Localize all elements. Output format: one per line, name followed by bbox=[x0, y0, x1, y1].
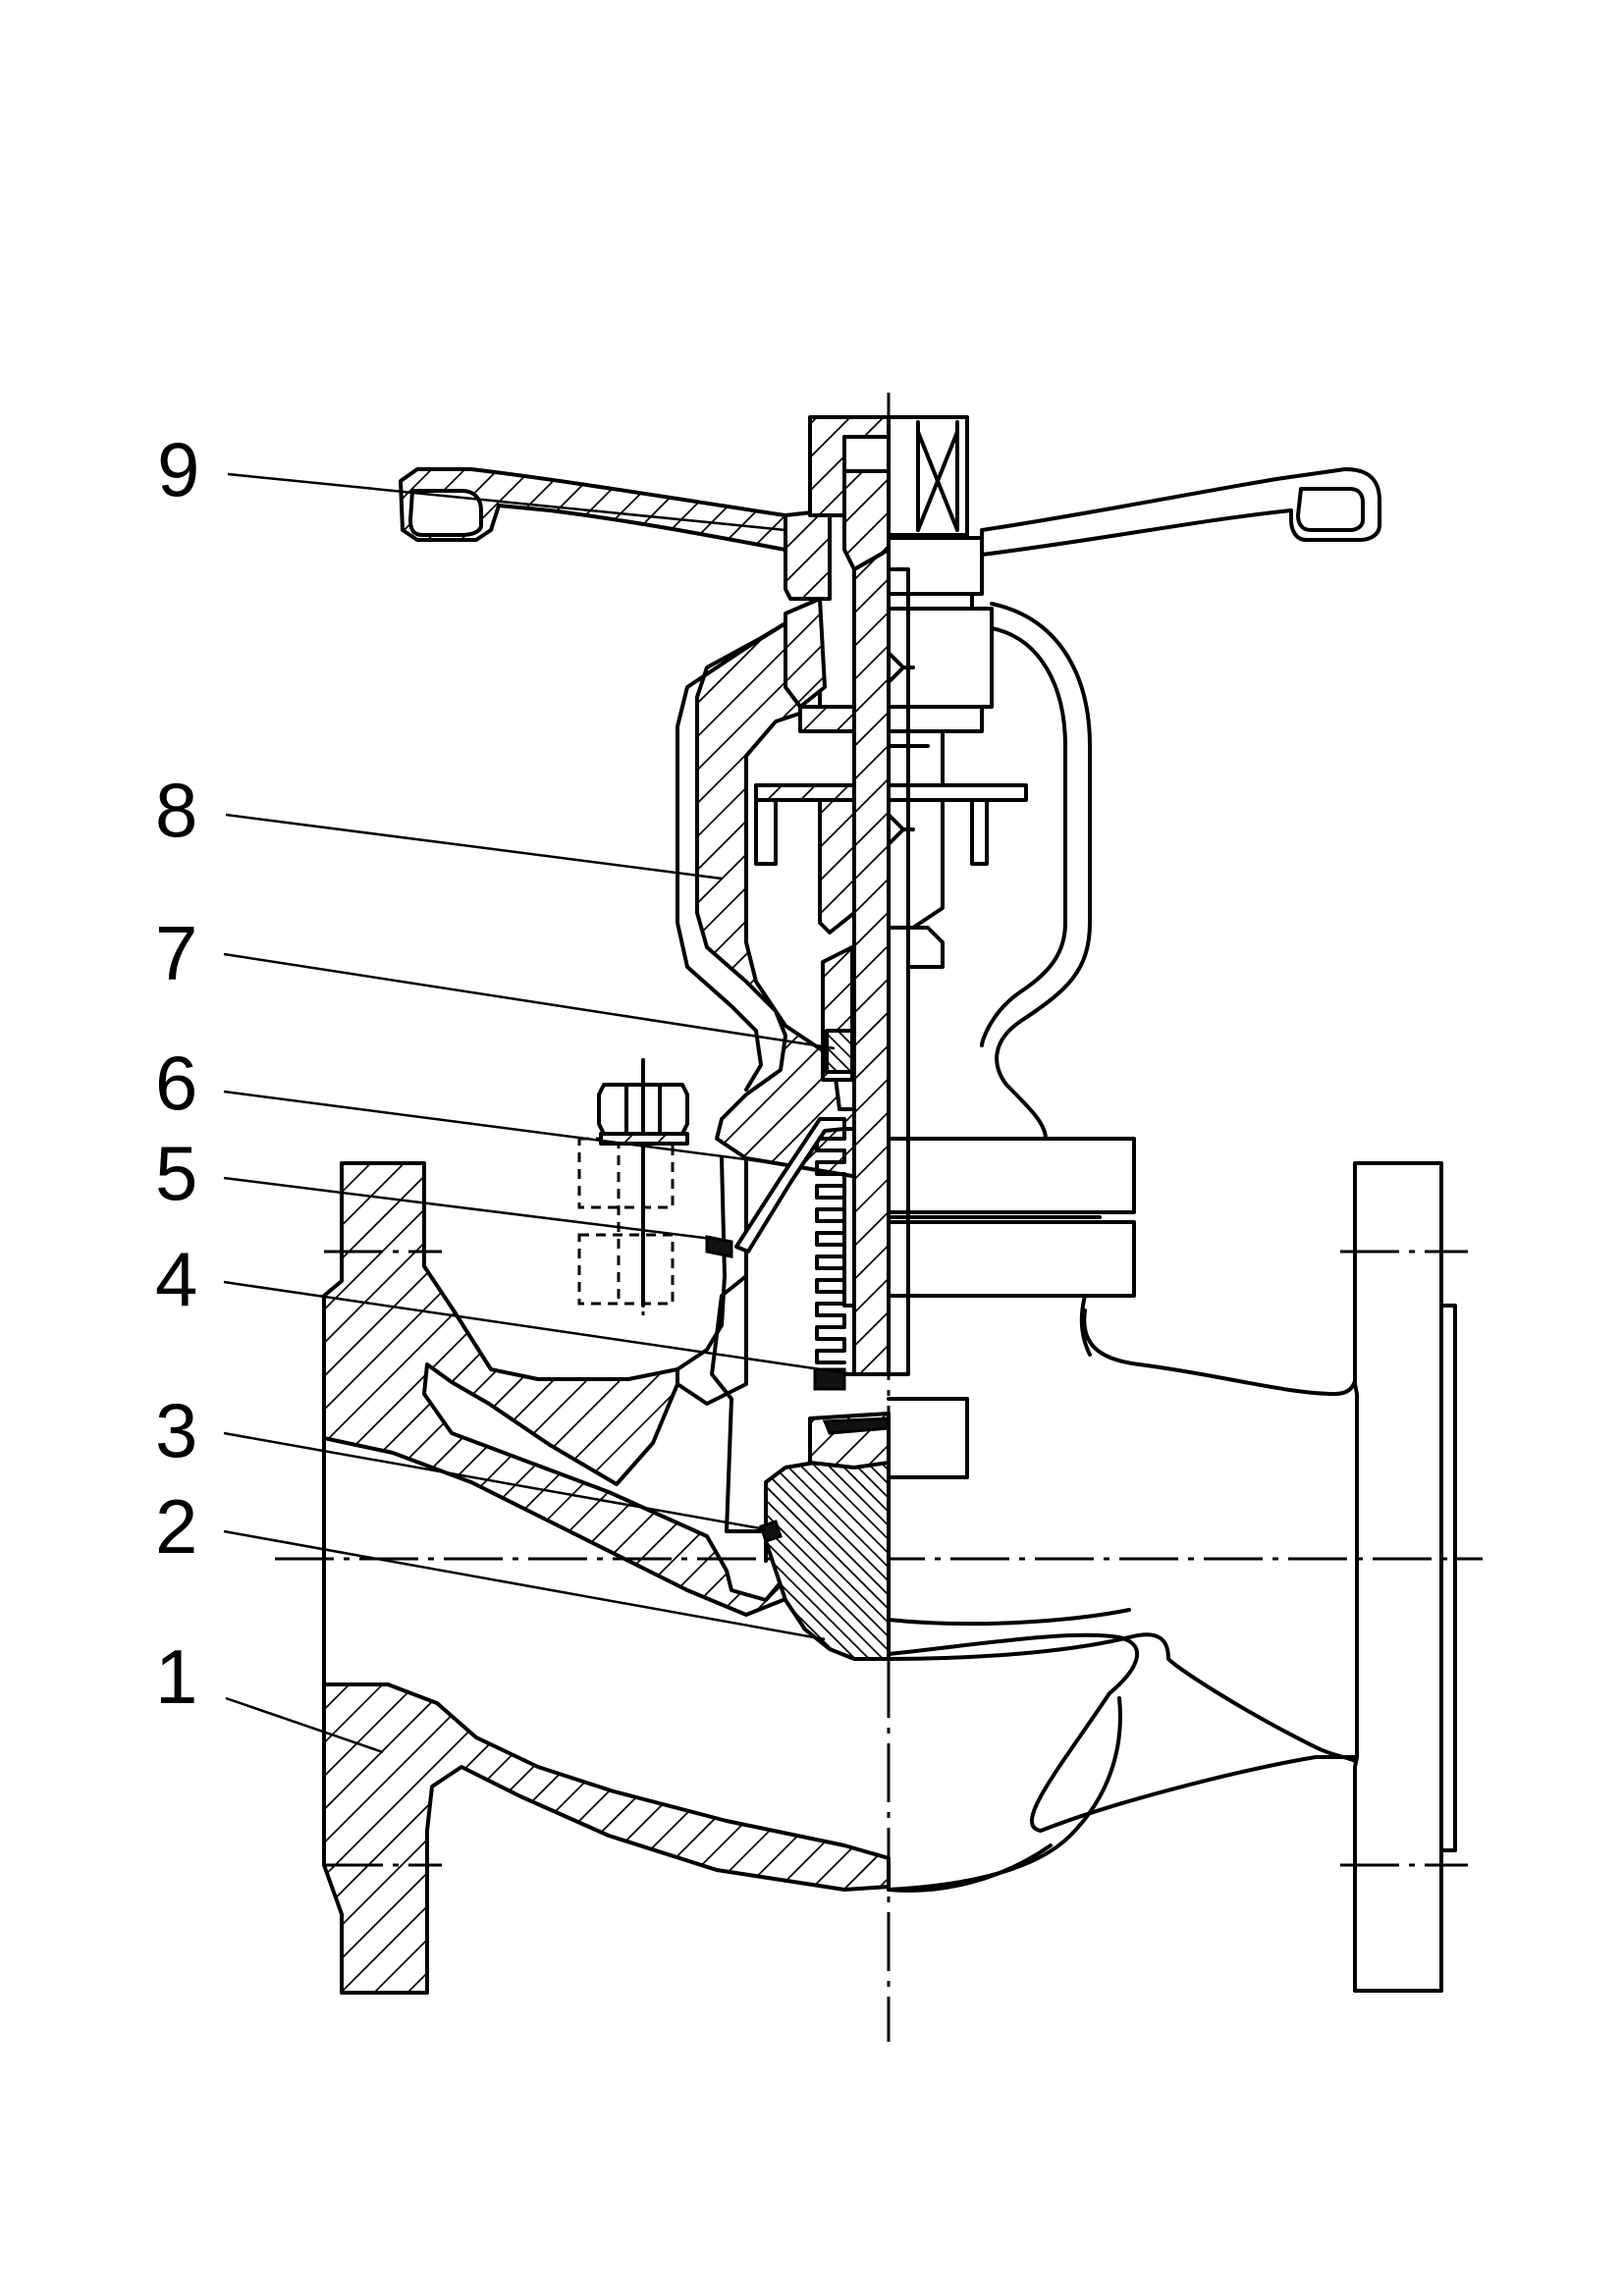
guide-sleeve bbox=[906, 926, 945, 969]
handwheel-nut-verticals bbox=[916, 420, 959, 532]
leader-1 bbox=[225, 1696, 384, 1754]
valve-body bbox=[322, 1161, 1457, 1995]
stem-group bbox=[275, 393, 1483, 2042]
disc-pin bbox=[822, 1416, 891, 1435]
yoke-column-left bbox=[754, 798, 778, 866]
upper-bushing bbox=[798, 705, 856, 733]
yoke-nut-right bbox=[887, 607, 994, 709]
stem-left bbox=[852, 548, 891, 1376]
yoke-bushing bbox=[754, 597, 1028, 969]
bellows-assembly bbox=[705, 1117, 866, 1391]
yoke-nut bbox=[784, 597, 827, 709]
callout-8: 8 bbox=[155, 767, 197, 853]
bolt-shank bbox=[617, 1139, 645, 1306]
leader-8 bbox=[225, 813, 723, 881]
yoke-guide-right bbox=[887, 729, 945, 787]
stem-collar-right bbox=[887, 783, 1028, 802]
callout-2: 2 bbox=[155, 1483, 197, 1570]
body-right-inner bbox=[887, 1632, 1359, 1764]
disc-seat bbox=[759, 1397, 969, 1661]
left-flange-upper bbox=[322, 1161, 797, 1617]
body-neck-right bbox=[887, 1294, 1092, 1357]
leader-2 bbox=[223, 1529, 826, 1641]
callout-3: 3 bbox=[155, 1387, 197, 1473]
guide-left bbox=[818, 798, 856, 934]
yoke-nut-right-bottom bbox=[887, 705, 984, 733]
stem-top bbox=[842, 469, 891, 571]
handwheel-nut-cross bbox=[916, 430, 959, 532]
bellows bbox=[815, 1127, 846, 1364]
stem-pin-upper bbox=[887, 651, 915, 684]
callout-6: 6 bbox=[155, 1040, 197, 1126]
yoke-left-outer bbox=[676, 621, 787, 1092]
stem-right-edge bbox=[887, 567, 910, 1376]
handwheel-left-grip bbox=[408, 489, 483, 537]
handwheel bbox=[399, 415, 1381, 611]
body-bottom-curve bbox=[887, 1843, 1053, 1893]
handwheel-right-spoke bbox=[980, 467, 1381, 557]
stem-pin-lower bbox=[887, 813, 915, 846]
bellows-tube-6 bbox=[734, 1117, 846, 1254]
disc-2 bbox=[764, 1436, 891, 1661]
yoke-left-section bbox=[695, 621, 891, 1185]
disc-nut-right bbox=[887, 1397, 969, 1479]
leader-9 bbox=[227, 472, 786, 532]
left-flange-lower bbox=[322, 1682, 891, 1995]
nut-lower bbox=[577, 1233, 675, 1306]
right-flange-raised-face bbox=[1439, 1304, 1457, 1852]
leader-7 bbox=[223, 952, 836, 1050]
callout-5: 5 bbox=[155, 1130, 197, 1216]
leader-5 bbox=[223, 1176, 713, 1241]
bonnet-bolts bbox=[577, 1058, 689, 1308]
yoke-right-inner bbox=[980, 626, 1067, 1047]
hub-lower bbox=[887, 592, 974, 611]
bellows-end-ring bbox=[813, 1367, 846, 1391]
handwheel-hub-right bbox=[887, 536, 984, 596]
body-right-outer bbox=[887, 1603, 1131, 1627]
nut-upper bbox=[577, 1137, 675, 1209]
seat-3 bbox=[759, 1520, 783, 1543]
callout-numbers: 9 8 7 6 5 4 3 2 1 bbox=[155, 426, 199, 1720]
callout-9: 9 bbox=[157, 426, 199, 512]
body-upper-right bbox=[1082, 1308, 1359, 1396]
right-flange bbox=[1353, 1161, 1443, 1993]
bolt-head-lines bbox=[624, 1083, 662, 1136]
callout-7: 7 bbox=[155, 910, 197, 996]
leader-6 bbox=[223, 1090, 777, 1165]
body-lower-outer bbox=[887, 1696, 1122, 1892]
body-lower-inner bbox=[887, 1632, 1362, 1833]
leader-lines bbox=[223, 472, 855, 1754]
yoke-column-right bbox=[970, 798, 989, 866]
packing-7 bbox=[825, 1029, 854, 1074]
callout-4: 4 bbox=[155, 1236, 197, 1322]
handwheel-hub-left bbox=[784, 508, 832, 601]
bonnet-gasket-5 bbox=[705, 1235, 733, 1258]
leader-4 bbox=[223, 1280, 855, 1376]
body-left-inner-chamber bbox=[710, 1274, 768, 1563]
bonnet-flange-right-lower bbox=[887, 1220, 1136, 1298]
callout-1: 1 bbox=[155, 1633, 197, 1720]
handwheel-right-grip bbox=[1296, 487, 1365, 532]
leader-3 bbox=[223, 1431, 767, 1531]
bonnet-flange-right bbox=[887, 1137, 1136, 1214]
stem-collar-left bbox=[754, 783, 856, 802]
yoke-guide-lower bbox=[887, 798, 945, 930]
yoke-right-outer bbox=[990, 602, 1092, 1141]
